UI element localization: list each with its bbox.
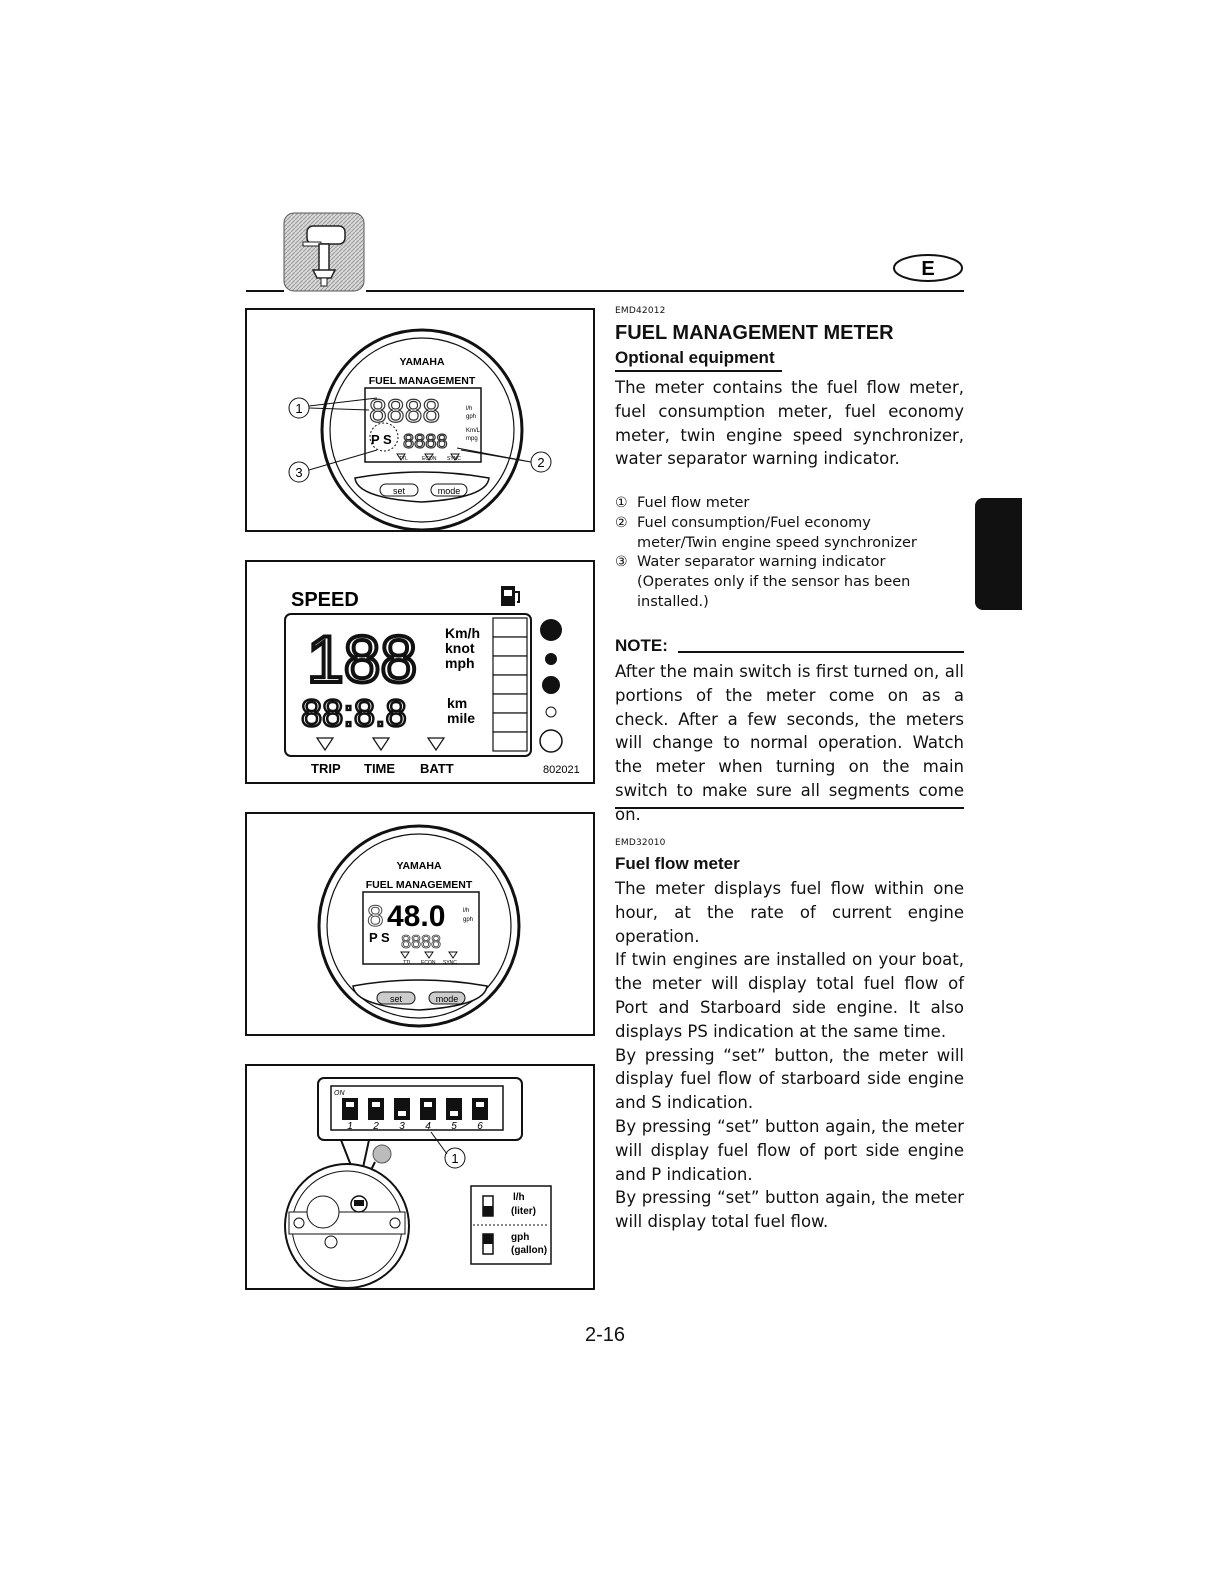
- switch-num-2: 2: [372, 1121, 379, 1132]
- note-bottom-rule: [615, 807, 964, 809]
- small-digits: 88:8.8: [301, 693, 407, 735]
- svg-text:8888: 8888: [401, 932, 441, 952]
- figure-speed-display: SPEED 188 Km/h knot mph 88:8.8 km mile T…: [245, 560, 595, 784]
- meter-set-button: set: [390, 994, 403, 1004]
- meter-brand: YAMAHA: [399, 356, 445, 368]
- lcd-tab-sync: SYNC: [443, 960, 457, 966]
- label-time: TIME: [364, 761, 395, 776]
- lcd-unit-mpg: mpg: [466, 436, 478, 442]
- dip-callout: 1: [451, 1151, 458, 1166]
- lcd-unit-gph: gph: [466, 414, 476, 420]
- svg-text:8888: 8888: [369, 393, 440, 429]
- note-text: After the main switch is first turned on…: [615, 662, 964, 824]
- language-badge: E: [892, 253, 964, 283]
- callout-1: 1: [295, 401, 302, 416]
- meter-mode-button: mode: [436, 994, 459, 1004]
- section2-title: Fuel flow meter: [615, 854, 740, 873]
- switch-num-6: 6: [477, 1121, 483, 1132]
- outboard-motor-icon: [283, 212, 365, 292]
- header-rule-right: [366, 290, 964, 292]
- figure-meter-overview: YAMAHA FUEL MANAGEMENT 8888 8888 l/h gph…: [245, 308, 595, 532]
- figure-fuel-flow-reading: YAMAHA FUEL MANAGEMENT 8 48.0 l/h gph P …: [245, 812, 595, 1036]
- meter-name: FUEL MANAGEMENT: [366, 879, 473, 891]
- dip-on-label: ON: [334, 1090, 345, 1097]
- list-item-number: ③: [615, 554, 628, 571]
- subtitle-underline: [615, 370, 782, 372]
- paragraph: The meter displays fuel flow within one …: [615, 879, 964, 946]
- paragraph: By pressing “set” button again, the mete…: [615, 1188, 964, 1232]
- lcd-tab-ttl: TTL: [399, 456, 408, 462]
- list-item-number: ②: [615, 514, 628, 531]
- legend-unit-lh: l/h: [513, 1192, 525, 1203]
- svg-text:8888: 8888: [403, 431, 448, 453]
- list-item: ① Fuel flow meter: [615, 494, 964, 514]
- lcd-unit-gph: gph: [463, 917, 473, 923]
- section2-body: The meter displays fuel flow within one …: [615, 877, 964, 1234]
- meter-brand: YAMAHA: [396, 860, 442, 872]
- label-batt: BATT: [420, 761, 454, 776]
- lcd-tab-ttl: TTL: [403, 960, 412, 966]
- label-trip: TRIP: [311, 761, 341, 776]
- section-code: EMD42012: [615, 306, 666, 316]
- unit-km: km: [447, 695, 467, 711]
- list-item: ③ Water separator warning indicator (Ope…: [615, 553, 964, 612]
- big-digits: 188: [307, 622, 417, 696]
- speed-label: SPEED: [291, 589, 359, 611]
- switch-num-1: 1: [347, 1121, 353, 1132]
- unit-kmh: Km/h: [445, 625, 480, 641]
- list-item-text: Fuel consumption/Fuel economy meter/Twin…: [637, 514, 917, 551]
- note-rule: [678, 651, 964, 653]
- lcd-tab-econ: ECON: [421, 960, 436, 966]
- lcd-reading: 48.0: [387, 900, 445, 933]
- speed-display-illustration: SPEED 188 Km/h knot mph 88:8.8 km mile T…: [284, 586, 580, 776]
- dip-switch-illustration: ON 1 2 3 4 5 6 1: [284, 1077, 552, 1289]
- language-badge-label: E: [921, 258, 934, 280]
- lcd-ps: P S: [371, 432, 392, 447]
- list-item-number: ①: [615, 495, 628, 511]
- svg-text:8: 8: [367, 900, 384, 933]
- meter-set-button: set: [393, 486, 406, 496]
- lcd-unit-lh: l/h: [463, 908, 469, 914]
- meter-name: FUEL MANAGEMENT: [369, 375, 476, 387]
- section-intro: The meter contains the fuel flow meter, …: [615, 378, 964, 469]
- figure-code: 802021: [543, 764, 580, 776]
- meter-mode-button: mode: [438, 486, 461, 496]
- lcd-unit-kml: Km/L: [466, 428, 481, 434]
- chapter-tab: [975, 498, 1022, 610]
- callout-3: 3: [295, 465, 302, 480]
- page-number: 2-16: [584, 1324, 626, 1346]
- section-subtitle: Optional equipment: [615, 348, 775, 367]
- list-item-text: Fuel flow meter: [637, 495, 750, 511]
- legend-desc-liter: (liter): [511, 1206, 536, 1217]
- fuel-flow-reading-illustration: YAMAHA FUEL MANAGEMENT 8 48.0 l/h gph P …: [317, 824, 521, 1028]
- paragraph: By pressing “set” button, the meter will…: [615, 1045, 964, 1113]
- figure-dip-switch: ON 1 2 3 4 5 6 1: [245, 1064, 595, 1290]
- unit-mile: mile: [447, 710, 475, 726]
- switch-num-3: 3: [399, 1121, 405, 1132]
- legend-desc-gallon: (gallon): [511, 1245, 547, 1256]
- legend-unit-gph: gph: [511, 1232, 529, 1243]
- callout-2: 2: [537, 455, 544, 470]
- header-rule-left: [246, 290, 284, 292]
- list-item-text: Water separator warning indicator (Opera…: [637, 554, 911, 610]
- lcd-tab-econ: ECON: [422, 456, 437, 462]
- meter-overview-illustration: YAMAHA FUEL MANAGEMENT 8888 8888 l/h gph…: [288, 328, 552, 532]
- component-list: ① Fuel flow meter ② Fuel consumption/Fue…: [615, 494, 964, 613]
- lcd-ps: P S: [369, 930, 390, 945]
- switch-num-5: 5: [451, 1121, 457, 1132]
- section-title: FUEL MANAGEMENT METER: [615, 322, 894, 344]
- switch-num-4: 4: [425, 1121, 431, 1132]
- paragraph: By pressing “set” button again, the mete…: [615, 1116, 964, 1184]
- note-label: NOTE:: [615, 636, 668, 655]
- unit-knot: knot: [445, 640, 475, 656]
- unit-mph: mph: [445, 655, 475, 671]
- section2-code: EMD32010: [615, 838, 666, 848]
- lcd-tab-sync: SYNC: [447, 456, 461, 462]
- paragraph: If twin engines are installed on your bo…: [615, 950, 964, 1041]
- list-item: ② Fuel consumption/Fuel economy meter/Tw…: [615, 514, 964, 554]
- lcd-unit-lh: l/h: [466, 406, 472, 412]
